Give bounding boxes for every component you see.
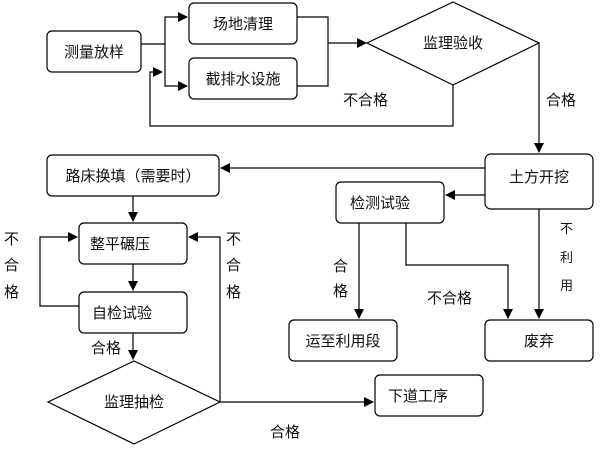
node-subgrade-replace: 路床换填（需要时）	[46, 154, 220, 197]
node-leveling-label: 整平碾压	[90, 235, 150, 253]
edge-label-not-usable: 不 利 用	[560, 222, 573, 294]
node-discard-label: 废弃	[524, 332, 554, 350]
edge-label-fail-test: 不合格	[427, 289, 472, 307]
edge-label-fail-1: 不合格	[343, 91, 388, 109]
edge-label-pass-self: 合格	[91, 339, 121, 357]
node-testing: 检测试验	[335, 181, 445, 224]
node-testing-label: 检测试验	[350, 194, 410, 212]
node-drainage-label: 截排水设施	[205, 70, 280, 88]
node-earthwork: 土方开挖	[484, 153, 594, 210]
fail-left-char: 格	[4, 283, 19, 301]
fail-right-char: 不	[226, 230, 241, 248]
node-next-process: 下道工序	[374, 374, 484, 417]
edge-label-pass-1: 合格	[546, 91, 576, 109]
not-usable-char: 不	[560, 222, 573, 237]
edge-label-pass-test: 合 格	[333, 257, 348, 300]
node-site-clearing: 场地清理	[188, 2, 298, 45]
pass-test-char: 格	[333, 282, 348, 300]
edge-label-pass-final: 合格	[270, 423, 300, 441]
fail-right-char: 合	[226, 256, 241, 274]
node-survey-label: 测量放样	[64, 43, 124, 61]
edge-label-fail-left: 不 合 格	[4, 230, 19, 301]
node-site-clearing-label: 场地清理	[213, 15, 273, 33]
node-drainage: 截排水设施	[188, 57, 298, 100]
not-usable-char: 用	[560, 279, 573, 294]
edge-spotcheck-fail	[188, 232, 221, 402]
edge-testing-fail-discard	[405, 223, 513, 319]
edge-label-fail-right: 不 合 格	[226, 230, 241, 301]
node-self-test: 自检试验	[78, 291, 188, 334]
node-next-process-label: 下道工序	[388, 387, 448, 405]
pass-test-char: 合	[333, 257, 348, 275]
edge-survey-branch	[141, 12, 188, 45]
node-supervision-spot-check: 监理抽检	[46, 360, 222, 445]
edge-selftest-fail	[39, 232, 79, 307]
node-earthwork-label: 土方开挖	[509, 168, 569, 186]
edge-acceptance-fail	[149, 67, 454, 127]
fail-left-char: 不	[4, 230, 19, 248]
node-subgrade-replace-label: 路床换填（需要时）	[65, 167, 200, 185]
node-survey: 测量放样	[46, 30, 142, 73]
fail-right-char: 格	[226, 283, 241, 301]
node-discard: 废弃	[484, 319, 594, 362]
node-supervision-acceptance-label: 监理验收	[423, 34, 483, 52]
node-transport-label: 运至利用段	[305, 332, 380, 350]
node-self-test-label: 自检试验	[92, 304, 152, 322]
edge-survey-drainage	[164, 44, 188, 91]
node-transport: 运至利用段	[288, 319, 398, 362]
fail-left-char: 合	[4, 256, 19, 274]
node-supervision-spot-check-label: 监理抽检	[104, 393, 164, 411]
not-usable-char: 利	[560, 251, 573, 266]
edge-clearing-merge	[297, 16, 329, 87]
node-supervision-acceptance: 监理验收	[365, 1, 541, 86]
node-leveling: 整平碾压	[78, 222, 188, 265]
